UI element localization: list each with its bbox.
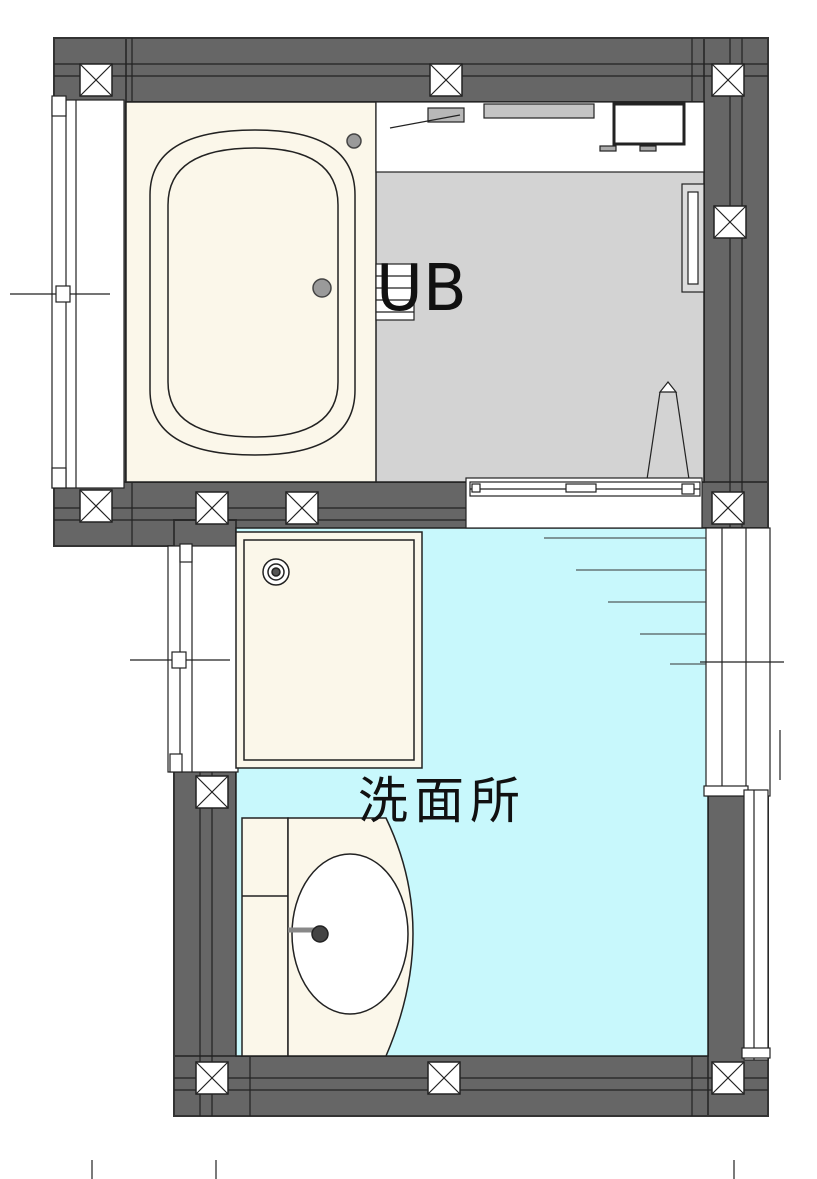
washroom-room-label: 洗面所: [358, 772, 526, 830]
sink-basin: [291, 853, 409, 1015]
counter-shelf: [483, 103, 595, 119]
column-icon: [195, 1061, 229, 1095]
bathtub-inner: [167, 147, 339, 438]
wall-ub-top: [53, 37, 769, 103]
columns: [79, 63, 747, 1095]
column-icon: [285, 491, 319, 525]
column-icon: [711, 63, 745, 97]
ub-fixtures: [375, 102, 705, 487]
ub-cabinet: [612, 102, 686, 146]
dimension-ticks: [91, 730, 781, 1179]
bathtub-outer: [149, 129, 356, 456]
wall-wash-bottom: [173, 1055, 769, 1117]
column-icon: [195, 775, 229, 809]
bathtub-overflow-icon: [346, 133, 362, 149]
window-ub-left: [10, 95, 125, 489]
column-icon: [711, 491, 745, 525]
window-wash-left: [130, 543, 239, 773]
window-wash-right: [700, 527, 784, 1061]
vanity: [241, 817, 414, 1057]
wall-ub-right: [703, 37, 769, 529]
column-icon: [429, 63, 463, 97]
column-icon: [713, 205, 747, 239]
ub-sliding-door: [465, 477, 703, 529]
column-icon: [79, 63, 113, 97]
hatching-lines: [544, 537, 706, 665]
column-icon: [427, 1061, 461, 1095]
hanger-icon: [658, 381, 678, 393]
floor-drain-icon: [375, 263, 415, 321]
washing-machine-pan: [235, 531, 423, 769]
column-icon: [195, 491, 229, 525]
bathtub: [149, 129, 362, 456]
faucet-icon: [311, 925, 329, 943]
shower-faucet-icon: [427, 107, 465, 123]
bathtub-drain-icon: [312, 278, 332, 298]
column-icon: [79, 489, 113, 523]
column-icon: [711, 1061, 745, 1095]
ub-room-label: UB: [376, 252, 467, 326]
